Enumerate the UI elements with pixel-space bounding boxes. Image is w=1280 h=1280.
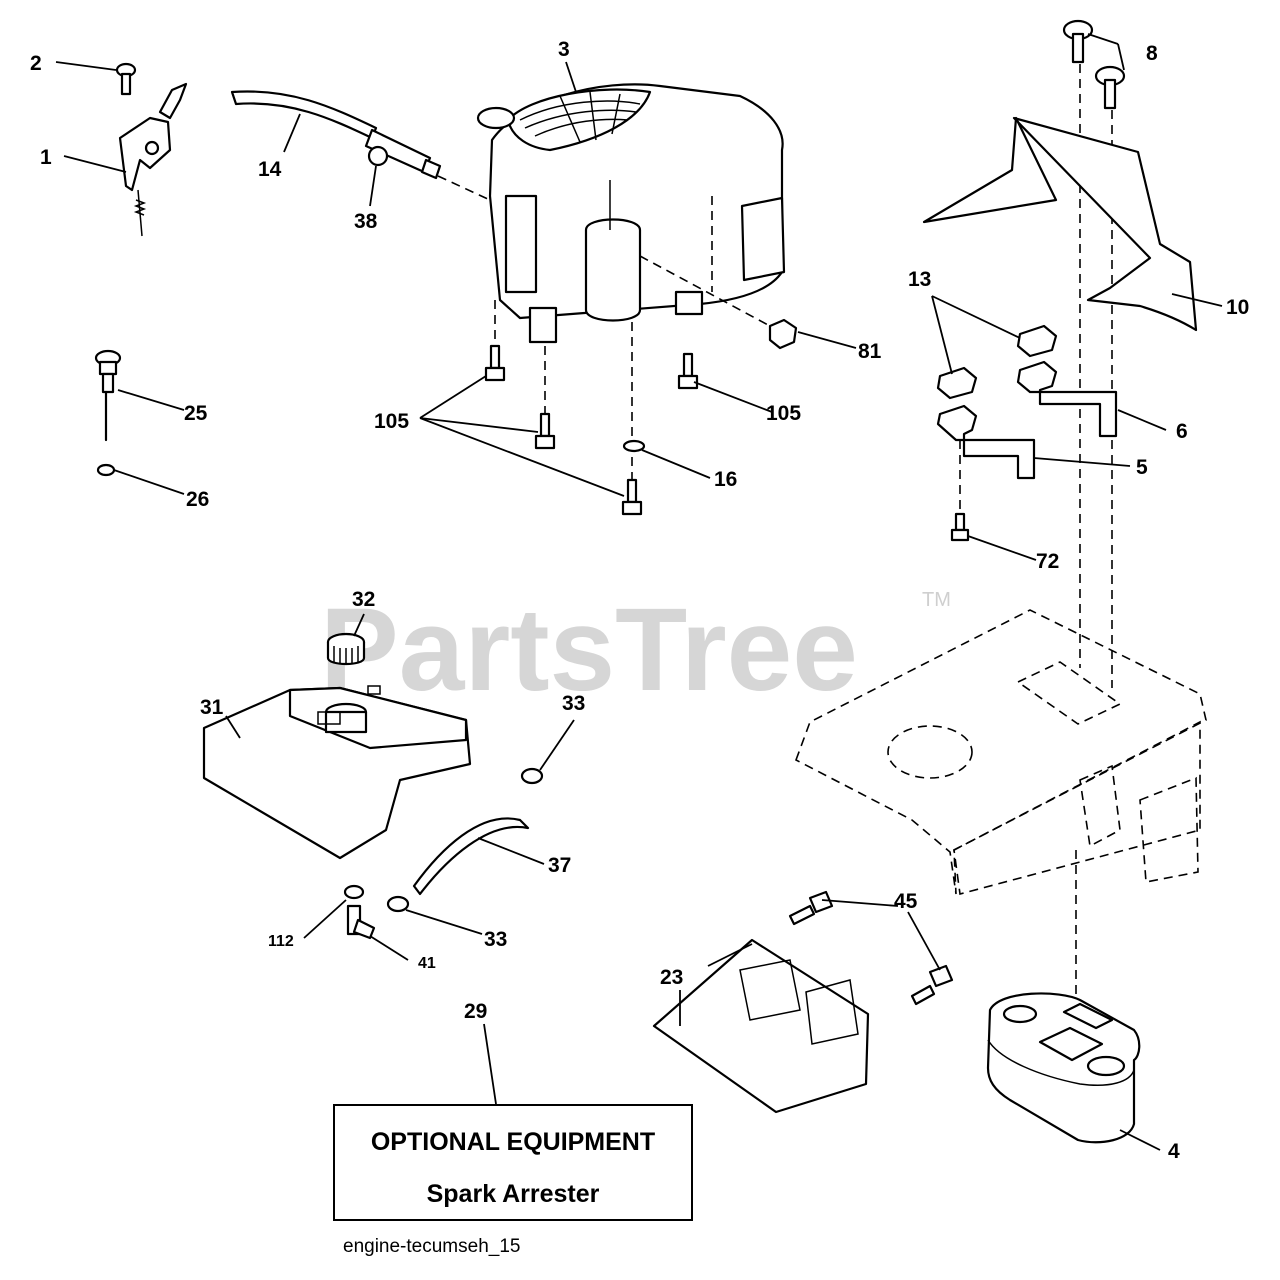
callout-16: 16 <box>714 468 737 491</box>
callout-2: 2 <box>30 52 42 75</box>
watermark-trademark: TM <box>922 589 951 611</box>
callout-32: 32 <box>352 588 375 611</box>
heat-shield-icon <box>922 116 1198 332</box>
callout-105-left: 105 <box>374 410 409 433</box>
bolt-icon <box>484 344 699 516</box>
callout-5: 5 <box>1136 456 1148 479</box>
nut-icon <box>639 255 798 350</box>
washer-icon <box>622 439 646 453</box>
hose-clamp-icon <box>386 767 544 913</box>
flange-bolt-icon <box>1062 19 1126 110</box>
callout-3: 3 <box>558 38 570 61</box>
callout-38: 38 <box>354 210 378 233</box>
callout-45: 45 <box>894 890 918 913</box>
screw-icon <box>115 62 137 96</box>
callout-33-bottom: 33 <box>484 928 507 951</box>
callout-25: 25 <box>184 402 208 425</box>
throttle-control-icon <box>118 82 188 237</box>
callout-41: 41 <box>418 955 436 972</box>
fuel-filter-icon <box>364 128 442 180</box>
callout-105-right: 105 <box>766 402 801 425</box>
dipstick-icon <box>94 349 122 477</box>
fuel-tank-icon <box>202 685 472 860</box>
fuel-line-icon <box>230 90 378 140</box>
spark-arrester-screen-icon <box>652 938 870 1114</box>
screw-icon <box>788 890 954 1006</box>
callout-1: 1 <box>40 146 52 169</box>
callout-72: 72 <box>1036 550 1059 573</box>
fuel-cap-icon <box>326 632 366 666</box>
callout-37: 37 <box>548 854 571 877</box>
screw-icon <box>950 512 970 542</box>
callout-31: 31 <box>200 696 224 719</box>
callout-81: 81 <box>858 340 882 363</box>
fuel-fitting-icon <box>343 884 376 940</box>
muffler-icon <box>986 992 1141 1144</box>
fuel-hose-icon <box>412 817 530 896</box>
callout-112: 112 <box>268 933 294 950</box>
callout-13: 13 <box>908 268 931 291</box>
callout-14: 14 <box>258 158 282 181</box>
callout-26: 26 <box>186 488 209 511</box>
callout-6: 6 <box>1176 420 1188 443</box>
diagram-caption: engine-tecumseh_15 <box>343 1236 521 1257</box>
callout-23: 23 <box>660 966 683 989</box>
callout-8: 8 <box>1146 42 1158 65</box>
watermark-text: PartsTree <box>320 584 858 716</box>
engine-icon <box>476 83 786 344</box>
optional-equipment-title: OPTIONAL EQUIPMENT <box>370 1128 656 1156</box>
callout-4: 4 <box>1168 1140 1180 1163</box>
chassis-frame-icon <box>795 609 1207 896</box>
optional-equipment-box: OPTIONAL EQUIPMENT Spark Arrester <box>333 1104 693 1221</box>
callout-33-top: 33 <box>562 692 585 715</box>
exhaust-pipe-icon <box>936 360 1118 514</box>
optional-equipment-subtitle: Spark Arrester <box>426 1180 600 1208</box>
callout-10: 10 <box>1226 296 1249 319</box>
gasket-icon <box>936 324 1058 400</box>
callout-29: 29 <box>464 1000 487 1023</box>
